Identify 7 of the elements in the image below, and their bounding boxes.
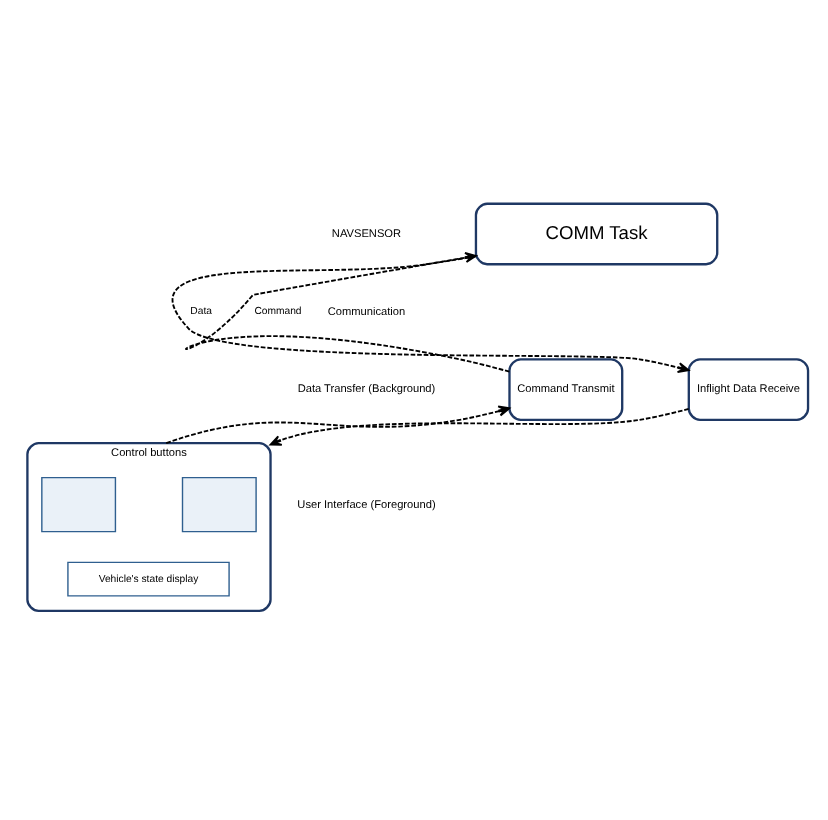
arrow bbox=[165, 404, 511, 444]
node-box bbox=[181, 475, 257, 532]
node-box: COMM Task bbox=[474, 201, 719, 265]
arrow bbox=[171, 254, 690, 373]
arrow bbox=[185, 251, 511, 372]
node-box bbox=[41, 475, 117, 532]
arrow bbox=[269, 406, 690, 445]
